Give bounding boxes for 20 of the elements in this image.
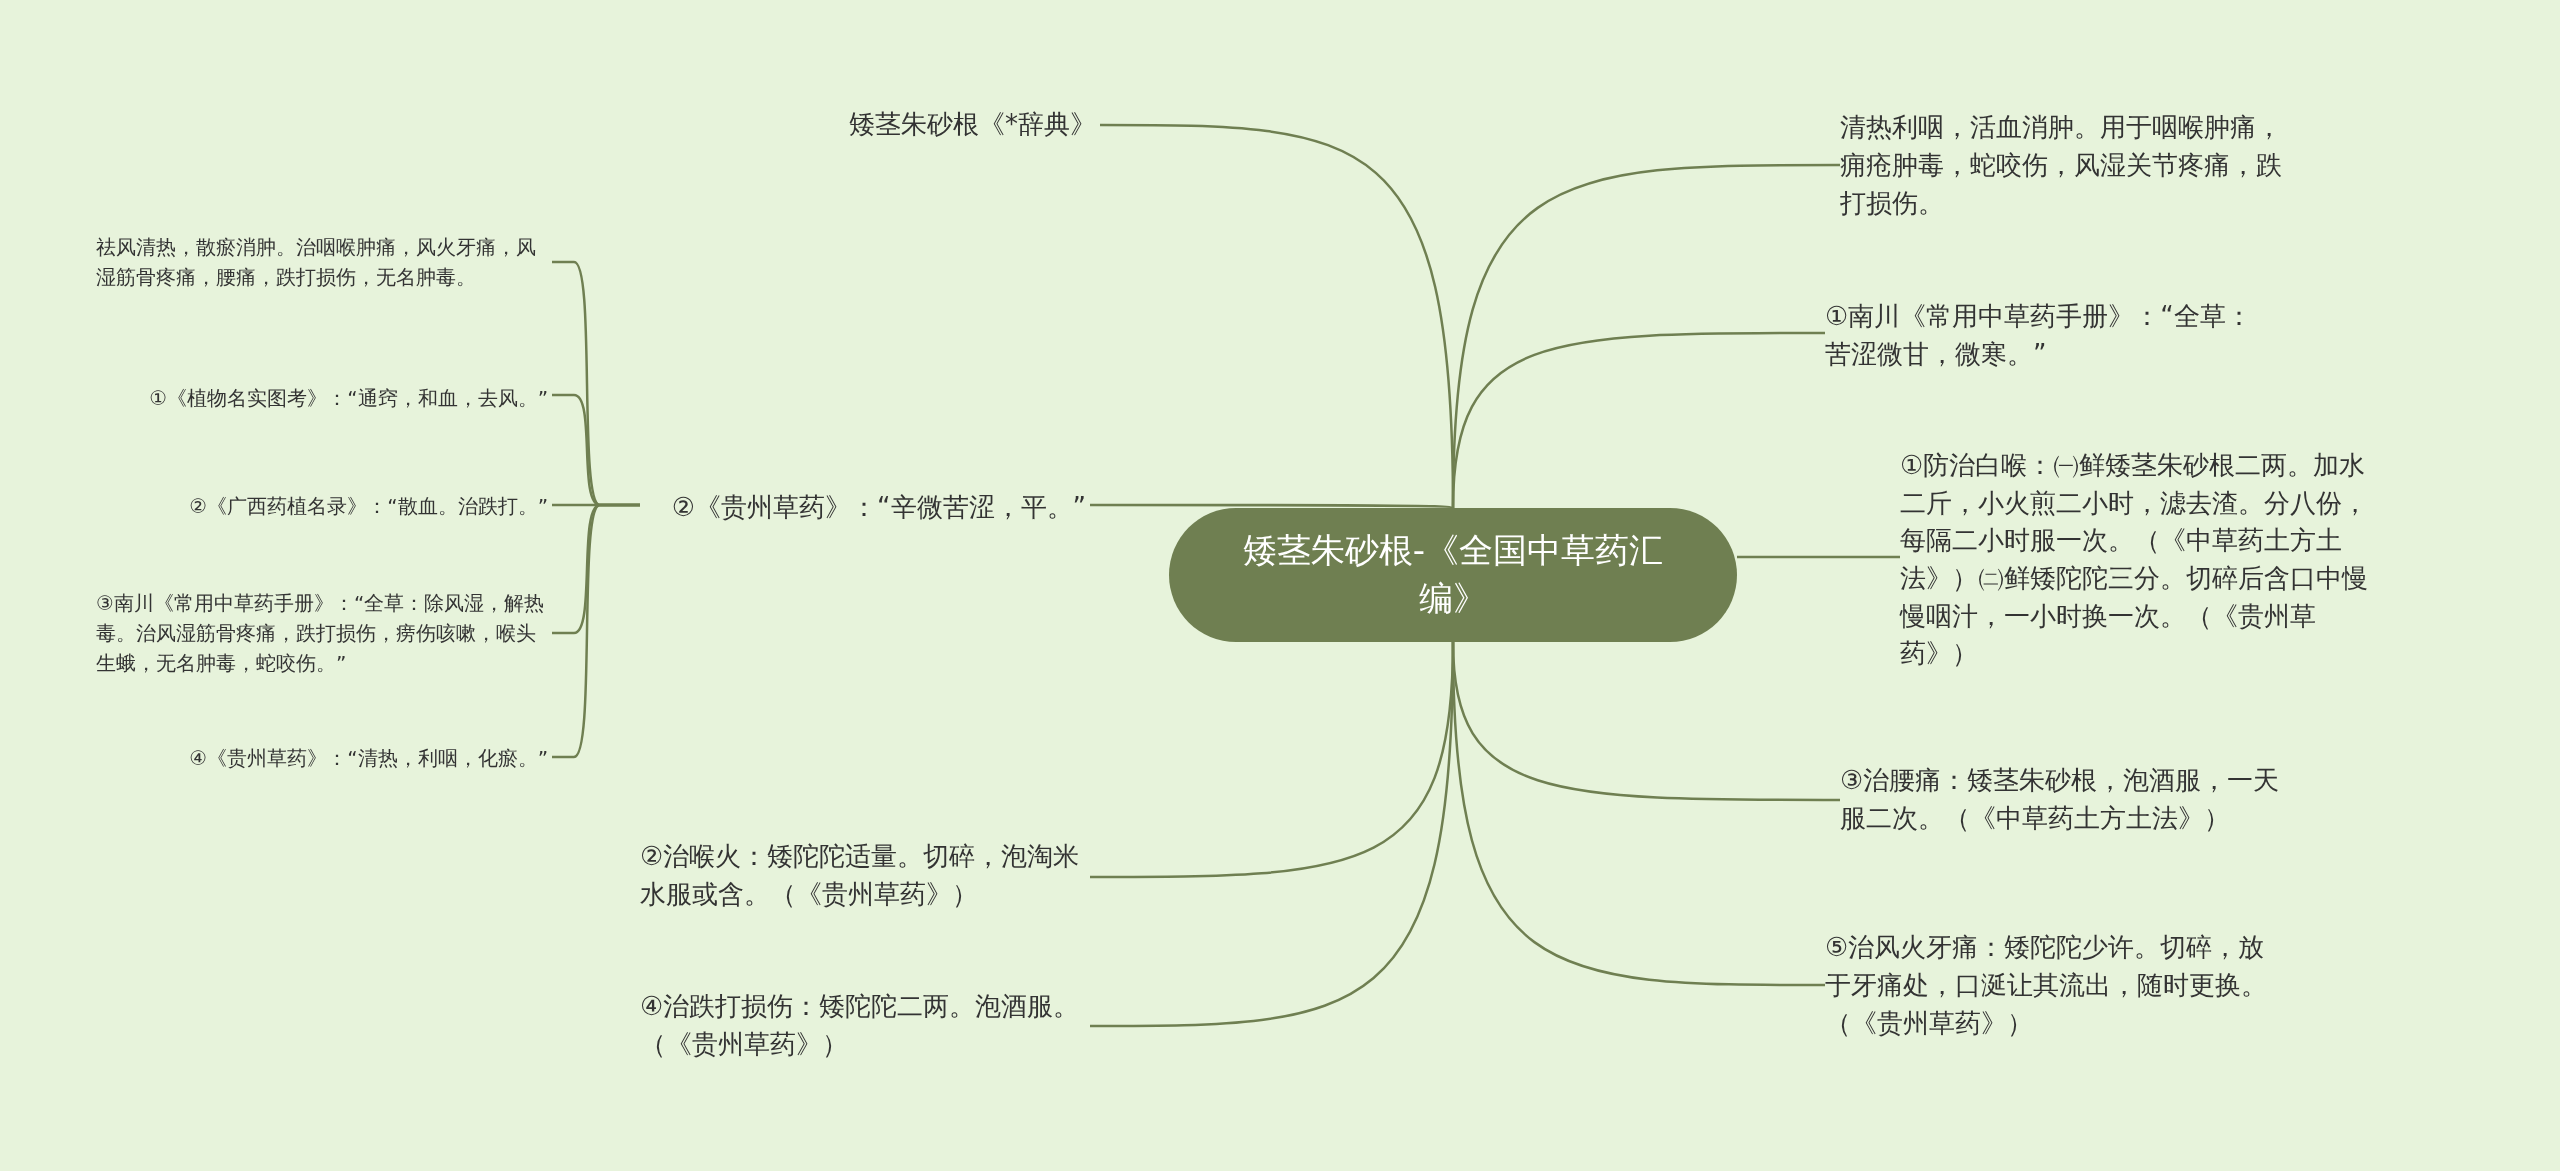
connector-line — [1451, 331, 1825, 509]
connector-line — [1737, 555, 1900, 559]
sub-branch-text: ②《广西药植名录》：“散血。治跌打。” — [96, 488, 552, 524]
branch-text: ③治腰痛：矮茎朱砂根，泡酒服，一天服二次。（《中草药土方土法》） — [1840, 742, 2290, 858]
branch-text: 清热利咽，活血消肿。用于咽喉肿痛，痈疮肿毒，蛇咬伤，风湿关节疼痛，跌打损伤。 — [1840, 108, 2290, 224]
connector-line — [552, 503, 640, 759]
branch-text: ②治喉火：矮陀陀适量。切碎，泡淘米水服或含。（《贵州草药》） — [640, 836, 1090, 916]
connector-line — [1451, 641, 1825, 987]
branch-text: ①防治白喉：㈠鲜矮茎朱砂根二两。加水二斤，小火煎二小时，滤去渣。分八份，每隔二小时服一次。（《中草药土方土法》）㈡鲜矮陀陀三分。切碎后含口中慢慢咽汁，一小时换一次。（《贵州草药》） — [1900, 446, 2390, 674]
branch-text: ④治跌打损伤：矮陀陀二两。泡酒服。（《贵州草药》） — [640, 986, 1090, 1066]
sub-branch-text: ③南川《常用中草药手册》：“全草：除风湿，解热毒。治风湿筋骨疼痛，跌打损伤，痨伤咳嗽，喉头生蛾，无名肿毒，蛇咬伤。” — [96, 580, 552, 686]
sub-branch-text: 祛风清热，散瘀消肿。治咽喉肿痛，风火牙痛，风湿筋骨疼痛，腰痛，跌打损伤，无名肿毒。 — [96, 212, 552, 312]
sub-branch-text: ④《贵州草药》：“清热，利咽，化瘀。” — [96, 740, 552, 776]
central-topic: 矮茎朱砂根-《全国中草药汇编》 — [1169, 508, 1737, 642]
branch-text: ②《贵州草药》：“辛微苦涩，平。” — [640, 468, 1090, 548]
branch-text: 矮茎朱砂根《*辞典》 — [800, 100, 1100, 150]
connector-line — [1090, 503, 1454, 510]
sub-branch-text: ①《植物名实图考》：“通窍，和血，去风。” — [96, 366, 552, 430]
branch-text: ①南川《常用中草药手册》：“全草：苦涩微甘，微寒。” — [1825, 296, 2275, 376]
branch-text: ⑤治风火牙痛：矮陀陀少许。切碎，放于牙痛处，口涎让其流出，随时更换。（《贵州草药》） — [1825, 928, 2275, 1044]
